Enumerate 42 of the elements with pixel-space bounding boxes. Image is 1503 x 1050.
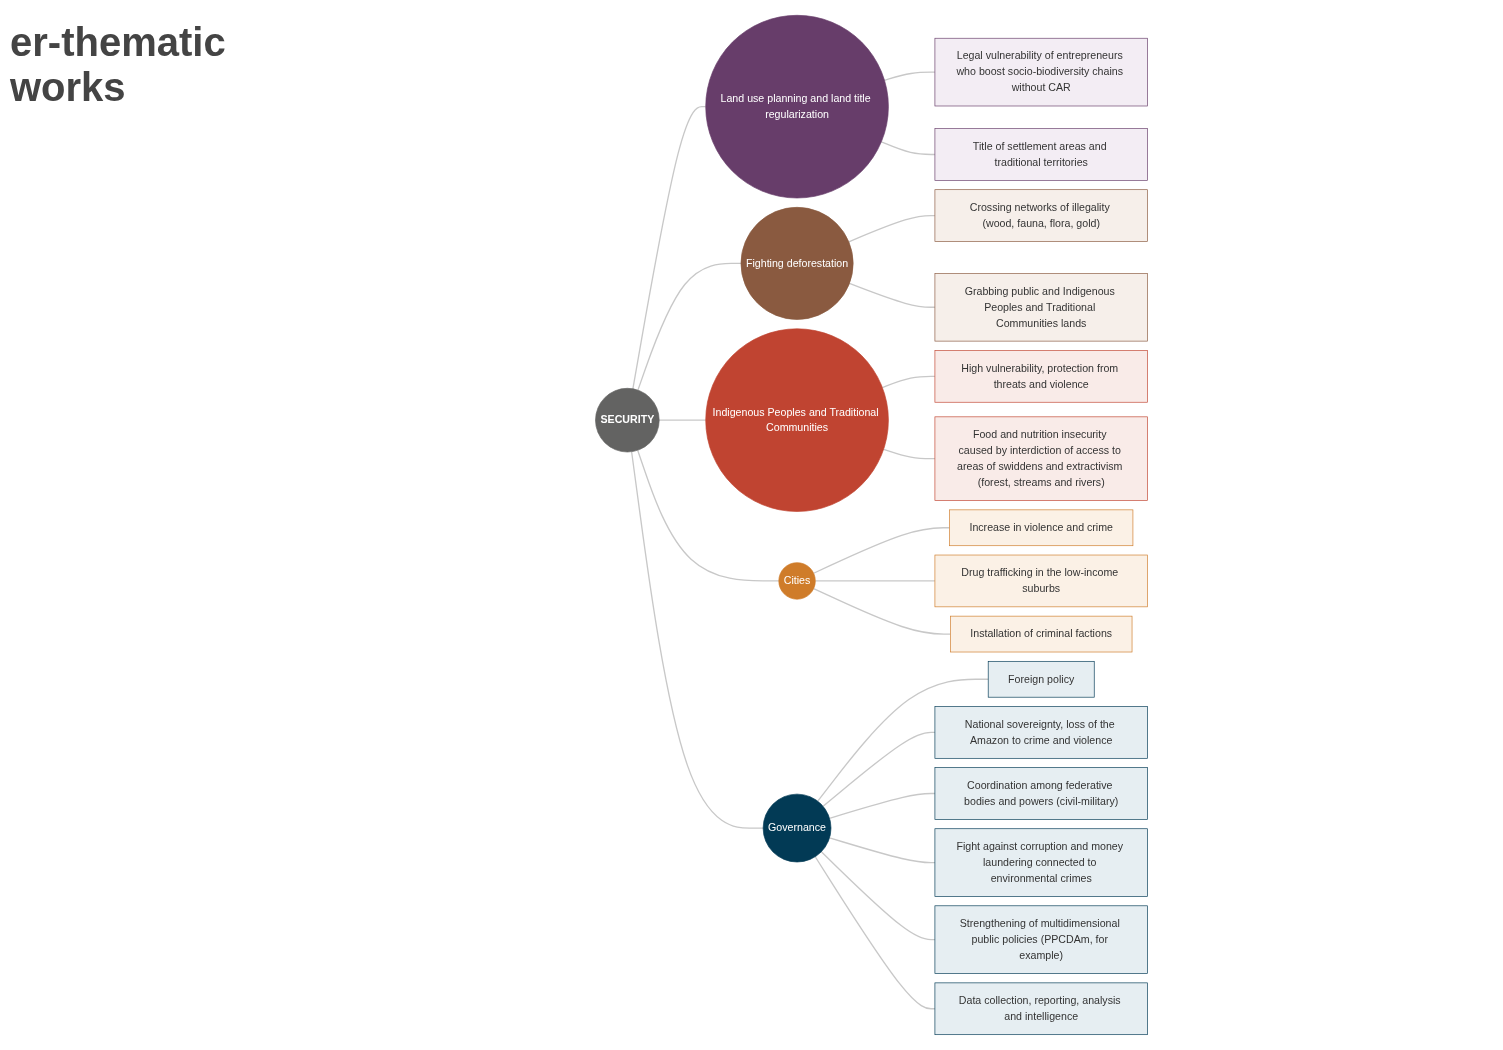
node-circle: Governance: [762, 793, 832, 863]
connector: [848, 214, 936, 243]
node-box: High vulnerability, protection from threats and violence: [934, 350, 1148, 403]
connector: [632, 106, 707, 390]
node-box: Installation of criminal factions: [950, 615, 1133, 653]
connector: [828, 837, 936, 864]
connector: [630, 451, 764, 829]
connector: [637, 449, 780, 582]
node-box: Data collection, reporting, analysis and intelligence: [934, 982, 1148, 1035]
node-circle: Indigenous Peoples and Traditional Communities: [705, 328, 889, 512]
node-box: Increase in violence and crime: [949, 509, 1134, 547]
node-circle: SECURITY: [595, 387, 660, 453]
node-box: Coordination among federative bodies and powers (civil-military): [934, 767, 1148, 820]
connector: [814, 580, 936, 582]
node-box: Fight against corruption and money laundering connected to environmental crimes: [934, 828, 1148, 897]
node-box: Drug trafficking in the low-income suburbs: [934, 554, 1148, 608]
connector: [820, 851, 936, 941]
connector: [812, 587, 952, 635]
connector: [883, 448, 936, 460]
connector: [881, 375, 936, 389]
node-box: Crossing networks of illegality (wood, fauna, flora, gold): [934, 189, 1148, 242]
connector: [812, 527, 951, 574]
node-box: Grabbing public and Indigenous Peoples and Traditional Communities lands: [934, 273, 1148, 342]
connector: [814, 856, 936, 1010]
node-box: Legal vulnerability of entrepreneurs who boost socio-biodiversity chains without CAR: [934, 37, 1148, 107]
connector: [822, 731, 936, 807]
node-circle: Cities: [778, 562, 816, 600]
connector: [848, 282, 936, 308]
connector: [883, 71, 936, 81]
node-circle: Fighting deforestation: [740, 207, 854, 320]
node-box: Title of settlement areas and traditional territories: [934, 128, 1148, 181]
node-box: Food and nutrition insecurity caused by interdiction of access to areas of swiddens and extractivism (forest, streams and rivers): [934, 416, 1148, 501]
connector: [880, 141, 936, 156]
node-box: Foreign policy: [987, 661, 1095, 698]
connector: [828, 792, 936, 819]
node-box: Strengthening of multidimensional public policies (PPCDAm, for example): [934, 905, 1148, 974]
node-box: National sovereignty, loss of the Amazon to crime and violence: [934, 706, 1148, 759]
connector: [637, 262, 742, 391]
title: er-thematic works: [10, 20, 227, 110]
connector: [817, 678, 989, 802]
connector: [658, 419, 707, 421]
node-circle: Land use planning and land title regularization: [705, 15, 889, 199]
